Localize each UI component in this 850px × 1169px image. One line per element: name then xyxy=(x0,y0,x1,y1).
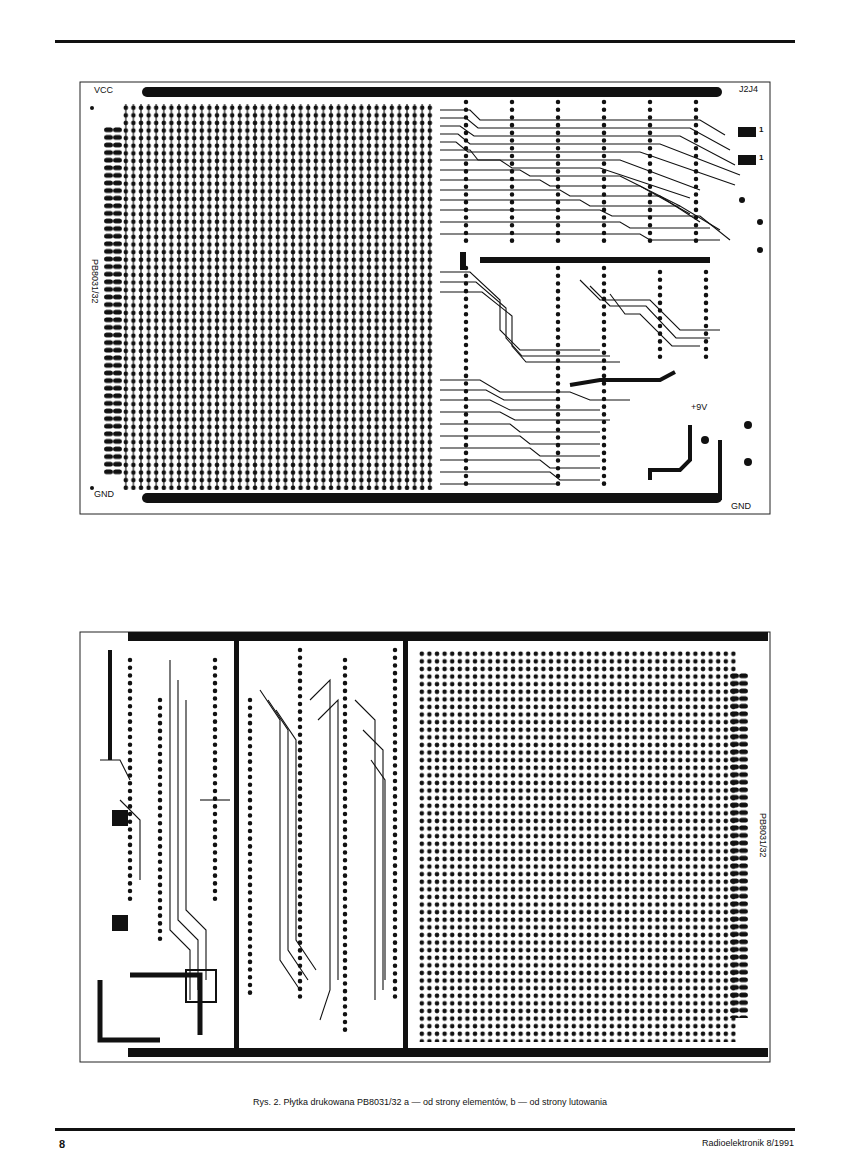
board-label: PB8031/32 xyxy=(89,258,99,305)
board-label: 1 xyxy=(758,126,764,135)
board-label: PB8031/32 xyxy=(757,812,767,859)
board-label: 1 xyxy=(758,154,764,163)
figure-caption: Rys. 2. Płytka drukowana PB8031/32 a — o… xyxy=(252,1098,608,1108)
board-label: GND xyxy=(730,502,752,512)
board-label: VCC xyxy=(93,86,114,96)
page-footer: Radioelektronik 8/1991 xyxy=(701,1139,795,1149)
page-footer: 8 xyxy=(58,1138,66,1150)
board-label: GND xyxy=(93,490,115,500)
board-label: J2J4 xyxy=(738,85,759,95)
board-label: +9V xyxy=(690,403,708,413)
